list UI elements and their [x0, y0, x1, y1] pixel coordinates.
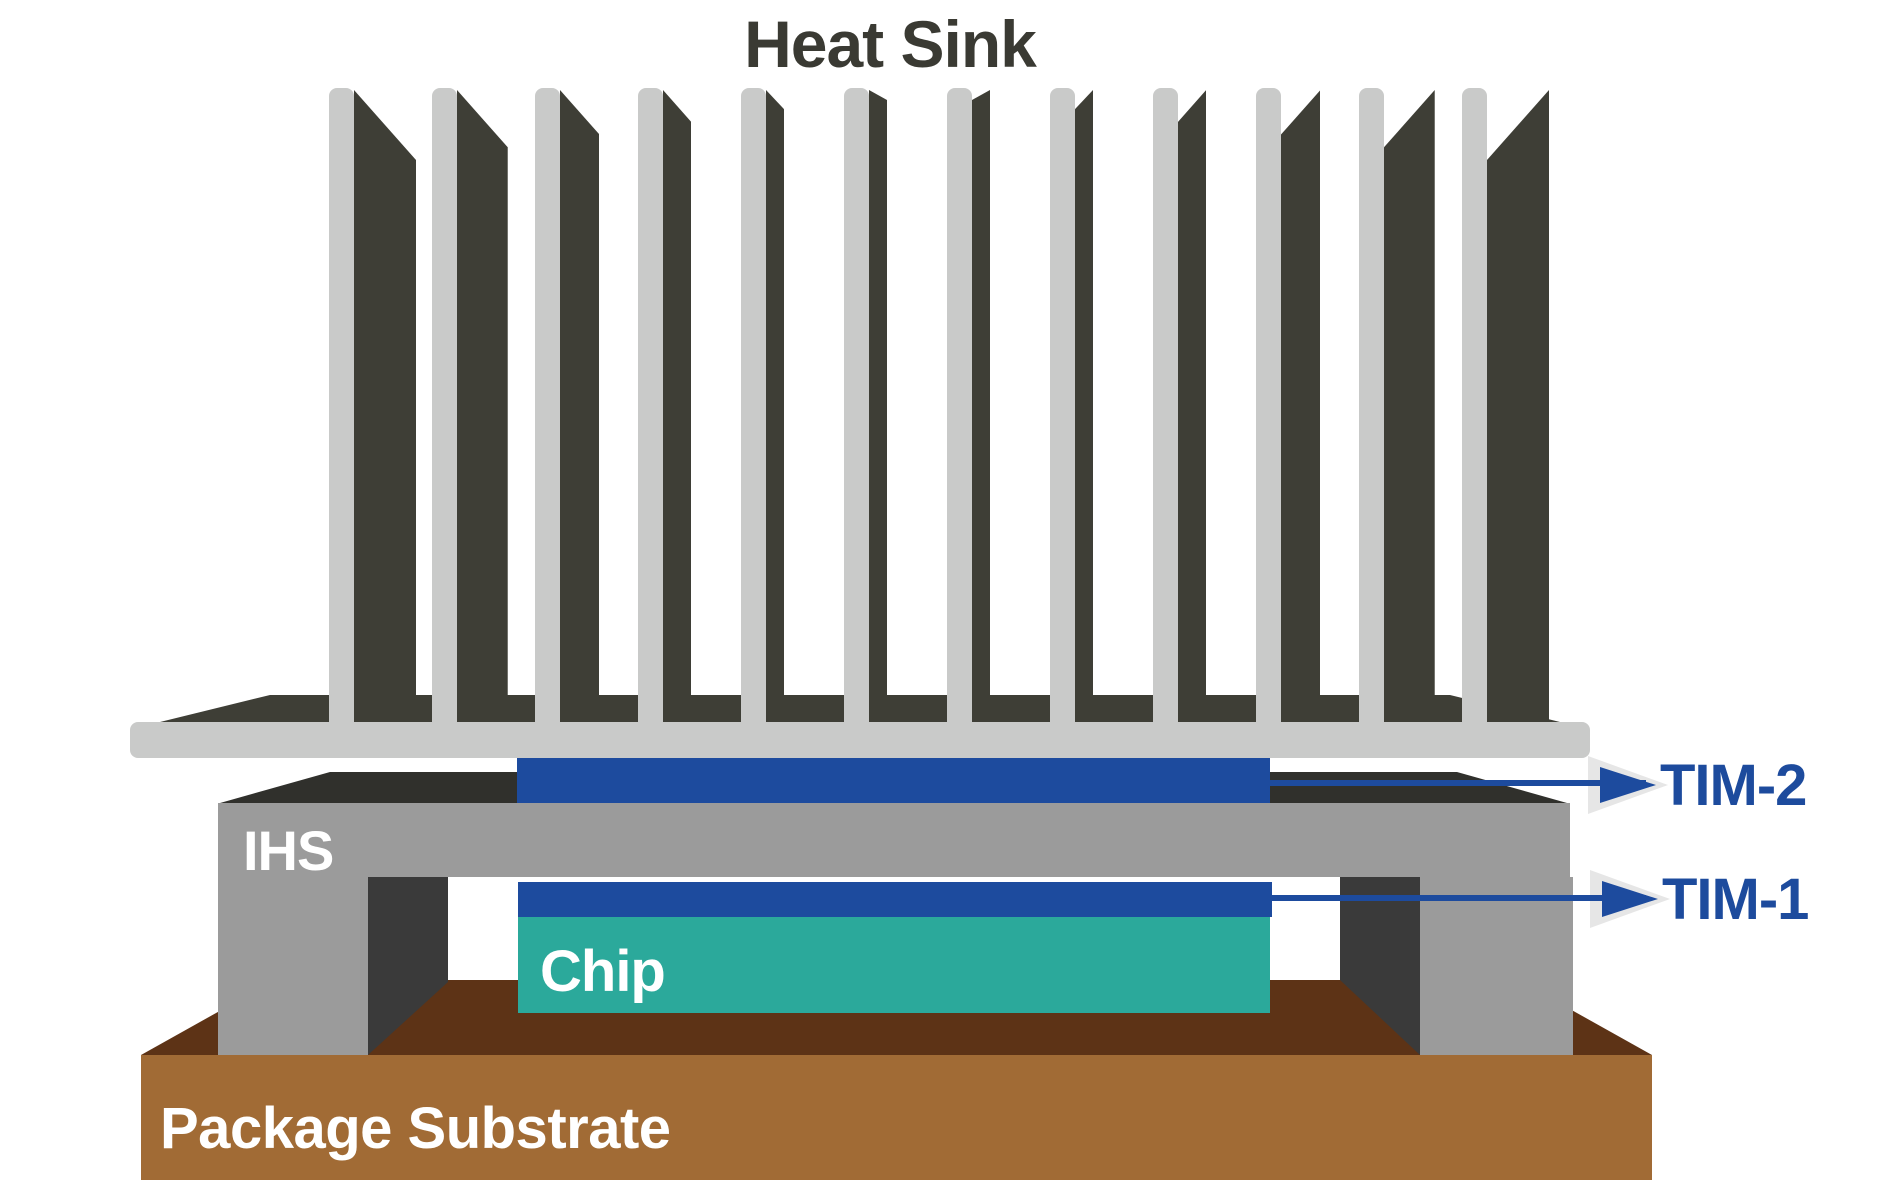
tim2-arrow-line — [1268, 780, 1646, 786]
heatsink-fin — [329, 88, 354, 722]
heatsink-fin — [638, 88, 663, 722]
tim2-layer — [517, 758, 1270, 803]
chip-label: Chip — [540, 939, 666, 1004]
heatsink-fin — [1462, 88, 1487, 722]
heatsink-fin — [432, 88, 457, 722]
heatsink-fin-side — [1075, 90, 1093, 722]
substrate-front-face — [141, 1055, 1652, 1180]
tim1-layer — [518, 882, 1272, 917]
heatsink-fin — [535, 88, 560, 722]
ihs-left-leg — [218, 877, 368, 1055]
heatsink-fin-side — [560, 90, 600, 722]
chip-block — [518, 917, 1270, 1013]
heatsink-fin-side — [457, 90, 508, 722]
heatsink-fin-side — [663, 90, 692, 722]
diagram-title: Heat Sink — [744, 7, 1037, 81]
heatsink-fin — [741, 88, 766, 722]
heatsink-fin — [1153, 88, 1178, 722]
heatsink-fin-side — [766, 90, 784, 722]
heatsink-fin — [947, 88, 972, 722]
tim1-label: TIM-1 — [1662, 867, 1809, 932]
tim2-label: TIM-2 — [1660, 753, 1807, 818]
ihs-label: IHS — [243, 819, 334, 882]
heatsink-fin-side — [1384, 90, 1435, 722]
heatsink-fin — [1256, 88, 1281, 722]
heatsink-fin — [844, 88, 869, 722]
heatsink-fin-side — [869, 90, 887, 722]
heatsink-base-plate — [130, 722, 1590, 758]
tim1-arrow-line — [1272, 895, 1646, 901]
heatsink-fin-side — [354, 90, 416, 722]
ihs-right-leg — [1420, 877, 1573, 1055]
substrate-label: Package Substrate — [160, 1096, 671, 1161]
heatsink-fin — [1359, 88, 1384, 722]
heatsink-fin — [1050, 88, 1075, 722]
heatsink-fin-side — [1281, 90, 1321, 722]
heatsink-fin-side — [972, 90, 990, 722]
heatsink-fin-side — [1178, 90, 1207, 722]
heatsink-fin-side — [1487, 90, 1549, 722]
ihs-lid — [218, 803, 1570, 877]
